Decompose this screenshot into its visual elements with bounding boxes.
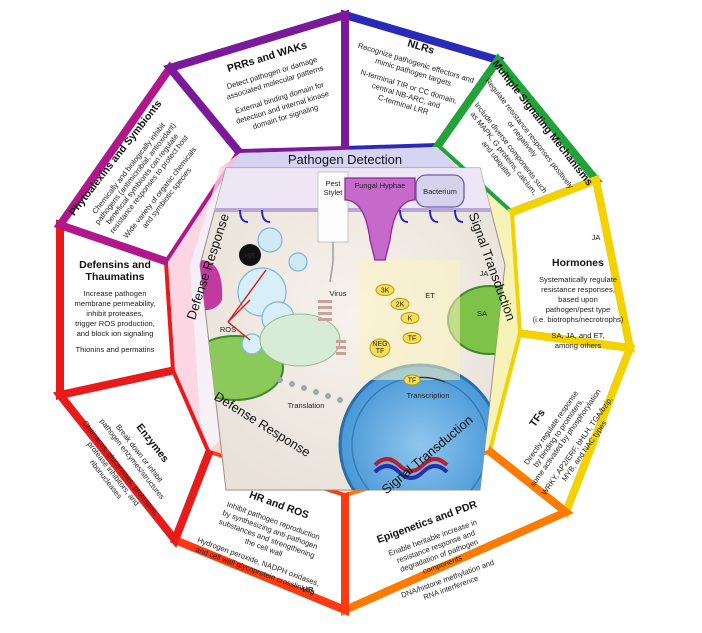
cell [199,167,506,491]
label-hr: HR [245,251,256,260]
label-virus: Virus [330,289,347,298]
box-title: Defensins and [79,259,151,271]
box-line: Increase pathogen [84,289,147,298]
label-kinase: 3K [381,288,390,295]
box-line: based upon [558,295,598,304]
neg-tf-ellipse [369,338,391,358]
box-title: Hormones [552,257,604,269]
label-neg: NEG [372,341,387,348]
label-translation: Translation [288,401,325,410]
box-line: membrane permeability, [75,299,156,308]
label-pathogen-detection: Pathogen Detection [288,152,402,167]
box-line: trigger ROS production, [75,319,155,328]
watermark-hr: HR [303,585,314,594]
box-line: resistance responses, [541,285,615,294]
label-kinase: K [408,316,413,323]
watermark-ja: JA [592,233,601,242]
bacterium [415,174,465,208]
box-line: pathogen/pest type [546,305,611,314]
box-line: and block ion signaling [77,329,154,338]
pest-stylet [317,171,349,283]
label-tf: TF [408,336,417,343]
kinase-ellipse [400,312,420,324]
box-title: Thaumatins [86,271,145,283]
kinase-ellipse [375,284,395,296]
label-fungal-hyphae: Fungal Hyphae [355,181,406,190]
hr-burst [239,244,261,266]
label-ja: JA [480,269,489,278]
box-line: SA, JA, and ET, [551,331,604,340]
label-neg-tf: TF [376,348,385,355]
box-line: Thionins and permatins [76,345,155,354]
nucleus-tf-ellipse [403,374,421,386]
tf-ellipse [402,332,422,344]
label-ros: ROS [220,325,236,334]
label-kinase: 2K [396,302,405,309]
box-line: Systematically regulate [539,275,617,284]
label-bacterium: Bacterium [423,187,457,196]
box-line: inhibit proteases, [86,309,143,318]
label-transcription: Transcription [406,391,449,400]
label-pest: Pest [325,179,341,188]
label-sa: SA [477,309,487,318]
kinase-ellipse [390,298,410,310]
box-line: among others [555,341,602,350]
label-et: ET [425,291,435,300]
fungal-hyphae [344,177,416,261]
label-stylet: Stylet [324,188,344,197]
box-line: (i.e. biotrophs/necrotrophs) [533,315,624,324]
label-nucleus-tf: TF [408,378,417,385]
